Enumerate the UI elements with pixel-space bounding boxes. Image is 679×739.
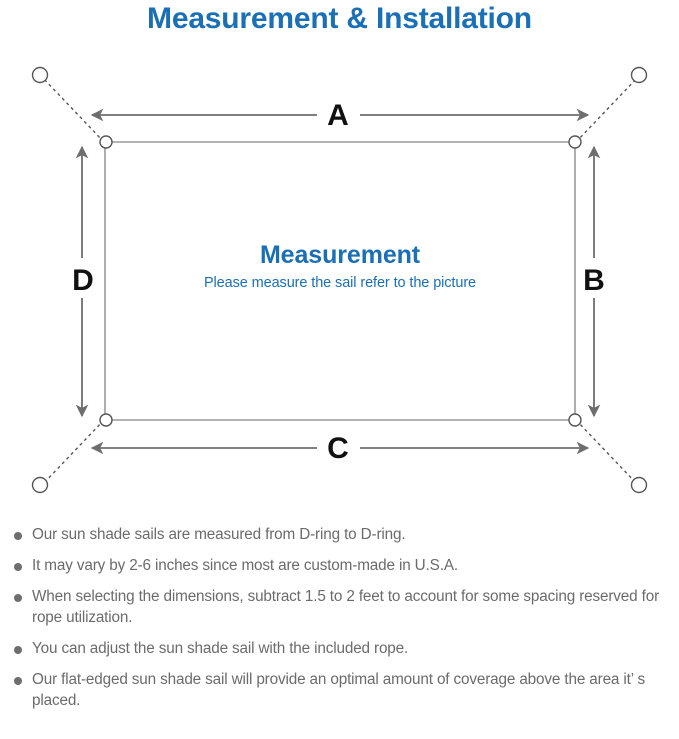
dimension-label-d: D	[72, 264, 94, 297]
list-item-text: When selecting the dimensions, subtract …	[32, 588, 660, 626]
notes-list: Our sun shade sails are measured from D-…	[0, 524, 679, 721]
list-item-text: You can adjust the sun shade sail with t…	[32, 640, 409, 657]
bullet-dot-icon	[14, 646, 22, 654]
rope-dotted-line-top-right	[575, 76, 639, 143]
bullet-dot-icon	[14, 677, 22, 685]
page-title: Measurement & Installation	[147, 2, 532, 35]
dimension-label-b: B	[583, 264, 605, 297]
list-item: It may vary by 2-6 inches since most are…	[14, 555, 665, 576]
list-item: Our flat-edged sun shade sail will provi…	[14, 669, 665, 711]
anchor-point-bottom-right	[630, 476, 648, 494]
bullet-dot-icon	[14, 563, 22, 571]
d-ring-top-left	[99, 135, 113, 149]
sun-shade-sail-measurement-diagram: A C D B	[31, 66, 648, 494]
d-ring-top-right	[568, 135, 582, 149]
anchor-point-top-left	[31, 66, 49, 84]
anchor-point-top-right	[630, 66, 648, 84]
list-item: You can adjust the sun shade sail with t…	[14, 638, 665, 659]
bullet-dot-icon	[14, 594, 22, 602]
bullet-dot-icon	[14, 532, 22, 540]
d-ring-bottom-right	[568, 413, 582, 427]
list-item-text: Our sun shade sails are measured from D-…	[32, 526, 406, 543]
dimension-label-a: A	[327, 99, 349, 132]
list-item-text: Our flat-edged sun shade sail will provi…	[32, 671, 646, 709]
d-ring-bottom-left	[99, 413, 113, 427]
rope-dotted-line-bottom-left	[41, 419, 105, 486]
rope-dotted-line-bottom-right	[575, 419, 639, 486]
list-item: When selecting the dimensions, subtract …	[14, 586, 665, 628]
shade-sail-rectangle	[104, 141, 576, 421]
anchor-point-bottom-left	[31, 476, 49, 494]
list-item: Our sun shade sails are measured from D-…	[14, 524, 665, 545]
dimension-label-c: C	[327, 432, 349, 465]
list-item-text: It may vary by 2-6 inches since most are…	[32, 557, 458, 574]
rope-dotted-line-top-left	[41, 76, 105, 143]
